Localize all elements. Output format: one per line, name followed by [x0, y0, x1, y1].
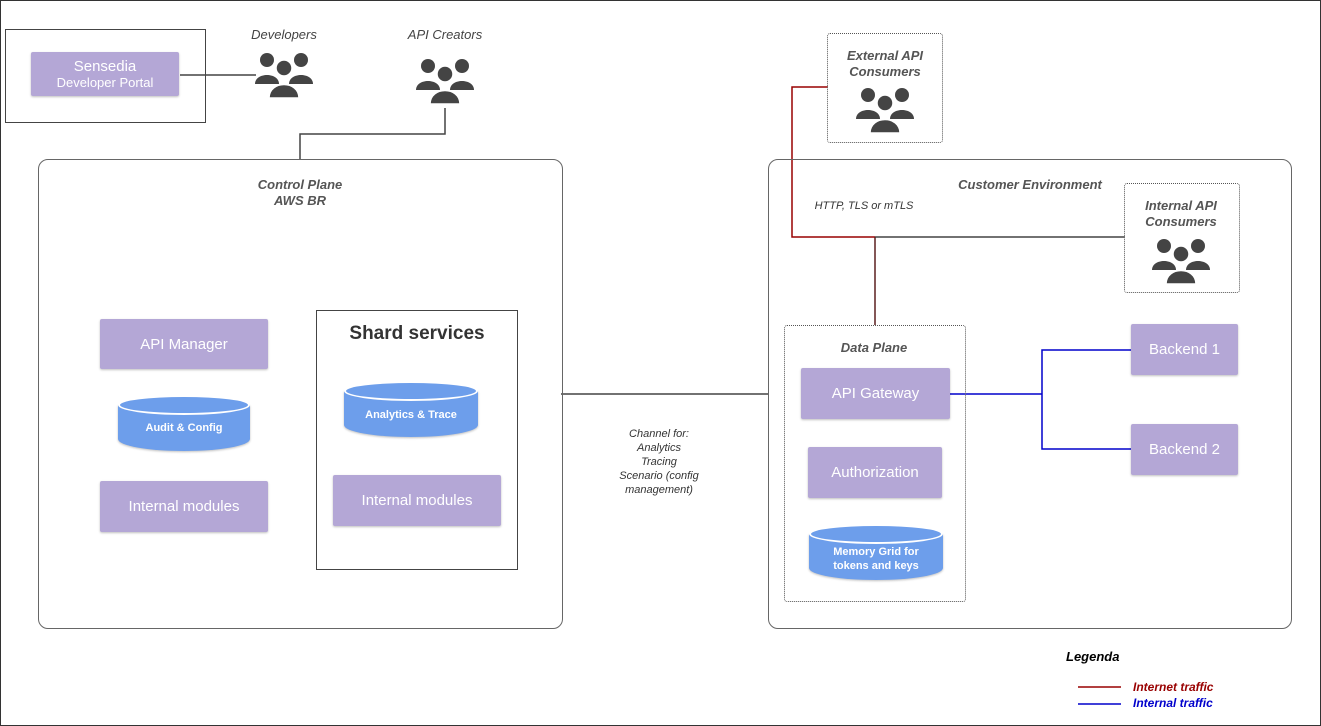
backend-2-box[interactable]: Backend 2 [1131, 424, 1238, 475]
user-group-icon [255, 53, 313, 99]
channel-label: Channel for: Analytics Tracing Scenario … [596, 427, 722, 497]
channel-line-5: management) [625, 484, 693, 496]
analytics-trace-label: Analytics & Trace [365, 409, 457, 421]
portal-subtitle: Developer Portal [56, 74, 154, 90]
control-internal-modules-box[interactable]: Internal modules [100, 481, 268, 532]
developers-label: Developers [251, 27, 317, 42]
shard-services-frame [316, 310, 518, 570]
internal-consumers-frame [1124, 183, 1240, 293]
api-manager-box[interactable]: API Manager [100, 319, 268, 369]
api-gateway-box[interactable]: API Gateway [801, 368, 950, 419]
legend-internet-label: Internet traffic [1133, 680, 1214, 694]
backend-branch-line [1041, 349, 1131, 450]
channel-line-1: Channel for: [629, 428, 689, 440]
audit-config-db[interactable]: Audit & Config [118, 395, 250, 453]
legend-internal-label: Internal traffic [1133, 696, 1213, 710]
control-plane-subtitle: AWS BR [274, 193, 326, 208]
internal-consumers-label: Internal API Consumers [1145, 198, 1217, 229]
data-plane-frame [784, 325, 966, 602]
control-plane-title: Control Plane [257, 177, 343, 192]
customer-environment-container [768, 159, 1292, 629]
creators-control-line [299, 108, 446, 159]
data-plane-title: Data Plane [840, 340, 908, 355]
portal-title: Sensedia [73, 57, 137, 75]
backend-1-box[interactable]: Backend 1 [1131, 324, 1238, 375]
audit-config-label: Audit & Config [145, 422, 223, 434]
control-plane-container [38, 159, 563, 629]
customer-environment-title: Customer Environment [958, 177, 1102, 192]
internet-traffic-line [791, 86, 875, 238]
developer-portal-box[interactable]: Sensedia Developer Portal [31, 52, 179, 96]
portal-frame [5, 29, 206, 123]
shard-services-title: Shard services [349, 323, 485, 344]
analytics-trace-db[interactable]: Analytics & Trace [344, 381, 478, 439]
external-consumers-label: External API Consumers [846, 48, 924, 79]
channel-line-4: Scenario (config [619, 470, 699, 482]
api-creators-label: API Creators [407, 27, 483, 42]
protocols-label: HTTP, TLS or mTLS [814, 200, 914, 212]
shard-internal-modules-box[interactable]: Internal modules [333, 475, 501, 526]
user-group-icon [856, 88, 914, 134]
authorization-box[interactable]: Authorization [808, 447, 942, 498]
memory-grid-db[interactable]: Memory Grid for tokens and keys [809, 524, 943, 582]
user-group-icon [1152, 239, 1210, 285]
memory-grid-label: Memory Grid for tokens and keys [833, 546, 919, 572]
channel-line-2: Analytics [636, 442, 682, 454]
legend-title: Legenda [1066, 649, 1120, 664]
user-group-icon [416, 59, 474, 105]
external-consumers-frame [827, 33, 943, 143]
channel-line-3: Tracing [641, 456, 677, 468]
